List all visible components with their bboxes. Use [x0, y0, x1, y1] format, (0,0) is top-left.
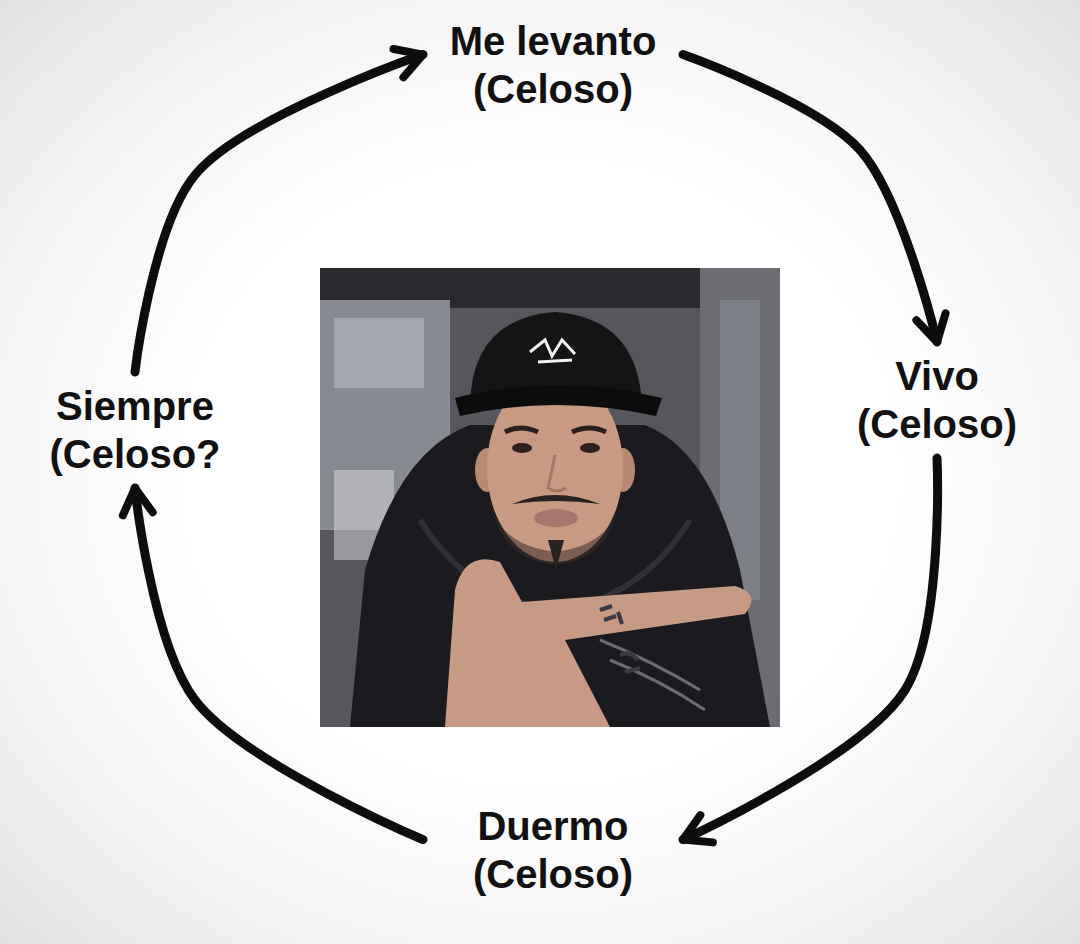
finger-tattoo: [620, 653, 640, 672]
eyebrow: [572, 428, 606, 432]
hoodie-print: [610, 660, 705, 710]
nose: [548, 455, 566, 491]
bus-panel: [334, 318, 424, 388]
step-label: Vivo (Celoso): [817, 352, 1057, 448]
hoodie-print: [600, 640, 700, 690]
cycle-arrow: [135, 488, 423, 840]
cycle-step: Siempre (Celoso?: [11, 378, 259, 482]
eye: [580, 443, 600, 453]
step-label: Siempre (Celoso?: [15, 382, 255, 478]
step-label: Duermo (Celoso): [433, 802, 673, 898]
step-label: Me levanto (Celoso): [433, 17, 673, 113]
eye: [512, 443, 532, 453]
cycle-step: Vivo (Celoso): [813, 348, 1061, 452]
cycle-arrow: [683, 55, 937, 342]
cap-brim: [455, 385, 662, 416]
finger-tattoo: [600, 606, 622, 624]
mustache: [512, 495, 600, 504]
goatee: [548, 540, 564, 570]
eyebrow: [505, 428, 538, 432]
photo-background: [320, 268, 780, 727]
lips: [534, 509, 578, 527]
cycle-arrow: [683, 458, 937, 840]
cycle-step: Duermo (Celoso): [429, 798, 677, 902]
cycle-arrow: [135, 55, 423, 372]
cycle-step: Me levanto (Celoso): [429, 13, 677, 117]
hand: [445, 559, 752, 727]
cap-logo: [530, 340, 575, 362]
